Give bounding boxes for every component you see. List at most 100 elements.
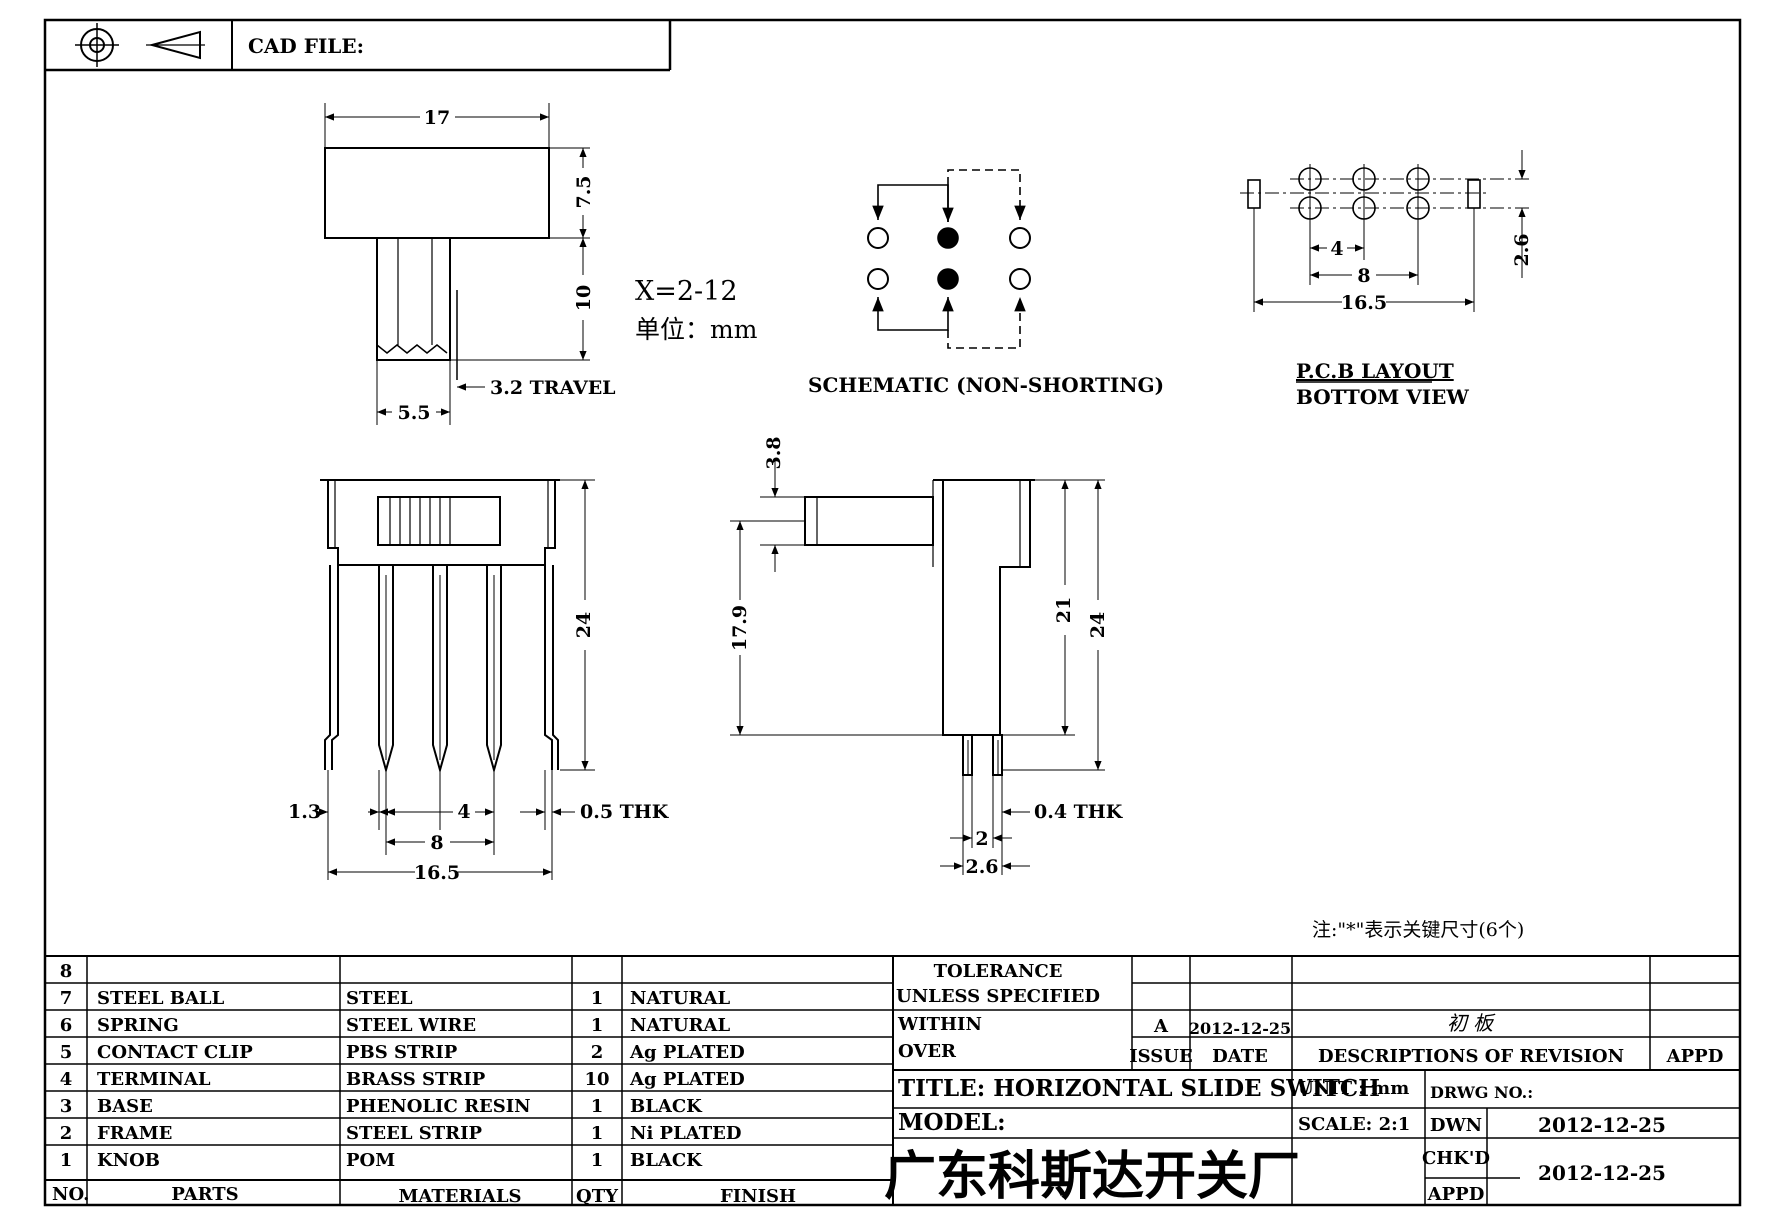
- drawing-title: TITLE: HORIZONTAL SLIDE SWITCH: [898, 1075, 1380, 1102]
- bom-cell-qty: 2: [591, 1042, 604, 1063]
- side-pin-width-dim: 2: [975, 828, 988, 850]
- side-lever-dia-dim: 3.8: [763, 436, 785, 469]
- bom-cell-material: PHENOLIC RESIN: [346, 1096, 531, 1117]
- issue-date: 2012-12-25: [1189, 1019, 1291, 1038]
- third-angle-projection-icon: [75, 23, 205, 67]
- descriptions-label: DESCRIPTIONS OF REVISION: [1318, 1046, 1624, 1067]
- tolerance-within: WITHIN: [897, 1014, 982, 1035]
- bom-cell-finish: BLACK: [630, 1150, 703, 1171]
- key-dimension-note: 注:"*"表示关键尺寸(6个): [1312, 919, 1524, 941]
- bom-cell-no: 1: [60, 1150, 73, 1171]
- bom-cell-part: TERMINAL: [97, 1069, 211, 1090]
- bom-cell-finish: NATURAL: [630, 988, 730, 1009]
- tolerance-line2: UNLESS SPECIFIED: [896, 986, 1100, 1007]
- side-view: [730, 460, 1105, 875]
- pcb-rowgap-dim: 2.6: [1511, 233, 1533, 266]
- tolerance-line1: TOLERANCE: [934, 961, 1063, 982]
- appd-label: APPD: [1666, 1046, 1724, 1067]
- bom-cell-material: STEEL STRIP: [346, 1123, 483, 1144]
- schematic-caption: SCHEMATIC (NON-SHORTING): [808, 373, 1164, 397]
- bom-cell-part: SPRING: [97, 1015, 179, 1036]
- bom-cell-part: BASE: [97, 1096, 153, 1117]
- bom-cell-qty: 1: [591, 1150, 604, 1171]
- bom-cell-no: 4: [60, 1069, 73, 1090]
- travel-dim: 3.2 TRAVEL: [490, 377, 616, 399]
- date-label: DATE: [1212, 1046, 1268, 1067]
- bom-cell-no: 7: [60, 988, 73, 1009]
- chk-date: 2012-12-25: [1538, 1161, 1666, 1185]
- front-pitch-dim: 4: [457, 801, 470, 823]
- top-width-dim: 17: [424, 107, 450, 129]
- issue-label: ISSUE: [1129, 1046, 1192, 1067]
- appd-label-2: APPD: [1427, 1184, 1485, 1205]
- revision-description: 初 板: [1447, 1011, 1496, 1035]
- bom-grid: [45, 955, 1740, 1205]
- title-block-grid: [893, 956, 1740, 1205]
- bom-cell-part: STEEL BALL: [97, 988, 225, 1009]
- front-span-dim: 8: [430, 832, 443, 854]
- unit-label: UNIT : mm: [1298, 1078, 1409, 1099]
- scale-label: SCALE: 2:1: [1298, 1114, 1410, 1135]
- dwn-label: DWN: [1430, 1115, 1482, 1136]
- top-view: [324, 103, 590, 425]
- model-label: MODEL:: [898, 1109, 1006, 1136]
- bom-header-qty: QTY: [576, 1186, 619, 1207]
- bom-cell-qty: 1: [591, 988, 604, 1009]
- side-body-height-dim: 21: [1053, 597, 1075, 623]
- bom-cell-finish: Ag PLATED: [629, 1042, 745, 1063]
- lever-width-dim: 5.5: [397, 402, 430, 424]
- bom-cell-no: 6: [60, 1015, 73, 1036]
- bom-header-parts: PARTS: [171, 1184, 238, 1205]
- pcb-caption-line2: BOTTOM VIEW: [1296, 385, 1469, 409]
- issue-value: A: [1153, 1016, 1169, 1037]
- bom-cell-material: POM: [346, 1150, 395, 1171]
- bom-header-materials: MATERIALS: [398, 1186, 521, 1207]
- pcb-overall-dim: 16.5: [1341, 292, 1387, 314]
- front-height-dim: 24: [573, 612, 595, 638]
- bom-cell-material: PBS STRIP: [346, 1042, 458, 1063]
- dwn-date: 2012-12-25: [1538, 1113, 1666, 1137]
- bom-cell-finish: NATURAL: [630, 1015, 730, 1036]
- bom-header-finish: FINISH: [720, 1186, 796, 1207]
- unit-note: 单位：mm: [635, 315, 758, 344]
- pcb-pitch-dim: 4: [1330, 238, 1343, 260]
- bom-cell-qty: 10: [584, 1069, 609, 1090]
- bom-cell-qty: 1: [591, 1015, 604, 1036]
- pcb-span-dim: 8: [1357, 265, 1370, 287]
- pcb-caption-line1: P.C.B LAYOUT: [1296, 359, 1454, 383]
- drawing-number-label: DRWG NO.:: [1430, 1083, 1533, 1102]
- side-lever-height-dim: 17.9: [729, 605, 751, 651]
- bom-cell-qty: 1: [591, 1123, 604, 1144]
- front-view: [318, 479, 595, 880]
- bom-cell-part: CONTACT CLIP: [97, 1042, 253, 1063]
- side-pin-span-dim: 2.6: [965, 856, 998, 878]
- header-box: CAD FILE:: [45, 20, 672, 72]
- bom-cell-qty: 1: [591, 1096, 604, 1117]
- bom-cell-no: 8: [60, 961, 73, 982]
- bom-cell-material: BRASS STRIP: [346, 1069, 486, 1090]
- bom-cell-part: FRAME: [97, 1123, 172, 1144]
- bom-cell-no: 5: [60, 1042, 73, 1063]
- front-edge-dim: 1.3: [288, 801, 321, 823]
- x-range-note: X=2-12: [635, 276, 738, 307]
- bom-cell-finish: BLACK: [630, 1096, 703, 1117]
- bom-cell-material: STEEL: [346, 988, 413, 1009]
- front-thk-dim: 0.5 THK: [580, 801, 670, 823]
- bom-header-no: NO.: [52, 1184, 89, 1205]
- bom-cell-no: 3: [60, 1096, 73, 1117]
- tolerance-over: OVER: [898, 1041, 957, 1062]
- cad-file-label: CAD FILE:: [248, 34, 364, 58]
- pcb-layout: [1240, 150, 1530, 312]
- top-height-dim: 7.5: [573, 175, 595, 208]
- chkd-label: CHK'D: [1422, 1148, 1490, 1169]
- bom-cell-finish: Ag PLATED: [629, 1069, 745, 1090]
- bom-cell-part: KNOB: [97, 1150, 160, 1171]
- bom-cell-no: 2: [60, 1123, 73, 1144]
- bom-cell-finish: Ni PLATED: [630, 1123, 741, 1144]
- front-overall-dim: 16.5: [414, 862, 460, 884]
- side-thk-dim: 0.4 THK: [1034, 801, 1124, 823]
- lever-length-dim: 10: [573, 285, 595, 311]
- company-name: 广东科斯达开关厂: [884, 1147, 1300, 1207]
